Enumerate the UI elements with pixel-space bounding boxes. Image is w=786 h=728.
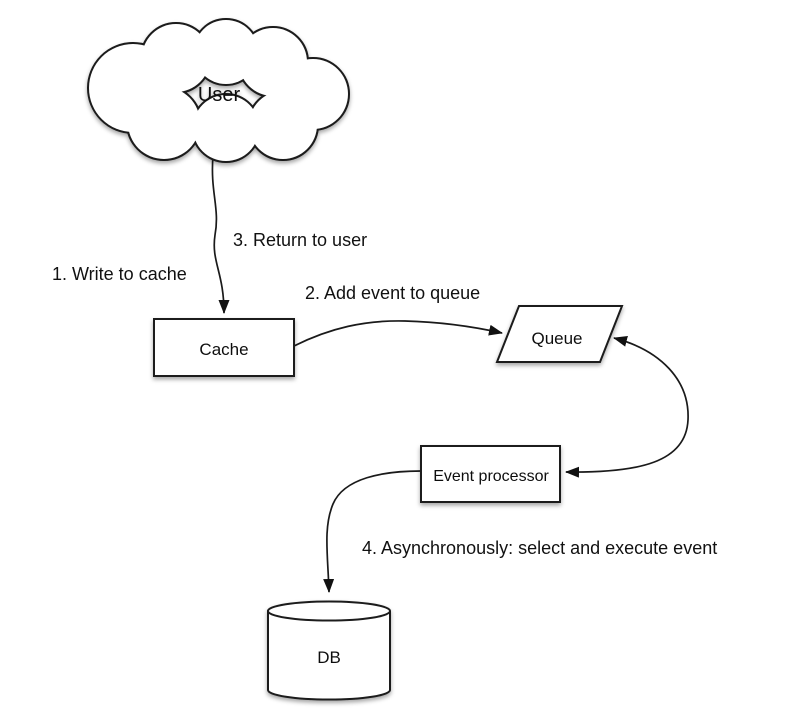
event-processor-rectangle <box>420 445 561 503</box>
queue-node-label: Queue <box>531 329 582 348</box>
user-cloud-node: User <box>87 18 350 163</box>
cache-node: Cache <box>153 318 295 377</box>
edge-label-add-event-to-queue: 2. Add event to queue <box>305 283 480 303</box>
edge-queue-eventprocessor-bidirectional <box>565 335 689 478</box>
event-processor-node: Event processor <box>420 445 561 503</box>
db-cylinder-top <box>267 600 391 622</box>
edge-label-return-to-user: 3. Return to user <box>233 230 367 250</box>
event-processor-node-label: Event processor <box>433 468 549 485</box>
queue-parallelogram <box>495 305 624 363</box>
user-node-label: User <box>198 84 241 106</box>
cache-rectangle <box>153 318 295 377</box>
cache-node-label: Cache <box>199 340 248 359</box>
edge-eventprocessor-to-db <box>323 470 422 593</box>
cloud-shape <box>87 18 350 163</box>
db-cylinder-body <box>267 611 391 701</box>
db-node: DB <box>267 600 391 701</box>
edge-user-to-cache <box>211 155 230 314</box>
queue-node: Queue <box>495 305 624 363</box>
edge-label-write-to-cache: 1. Write to cache <box>52 264 187 284</box>
edge-label-async-select-execute: 4. Asynchronously: select and execute ev… <box>362 538 717 558</box>
db-node-label: DB <box>317 648 341 667</box>
edge-cache-to-queue <box>293 320 503 347</box>
